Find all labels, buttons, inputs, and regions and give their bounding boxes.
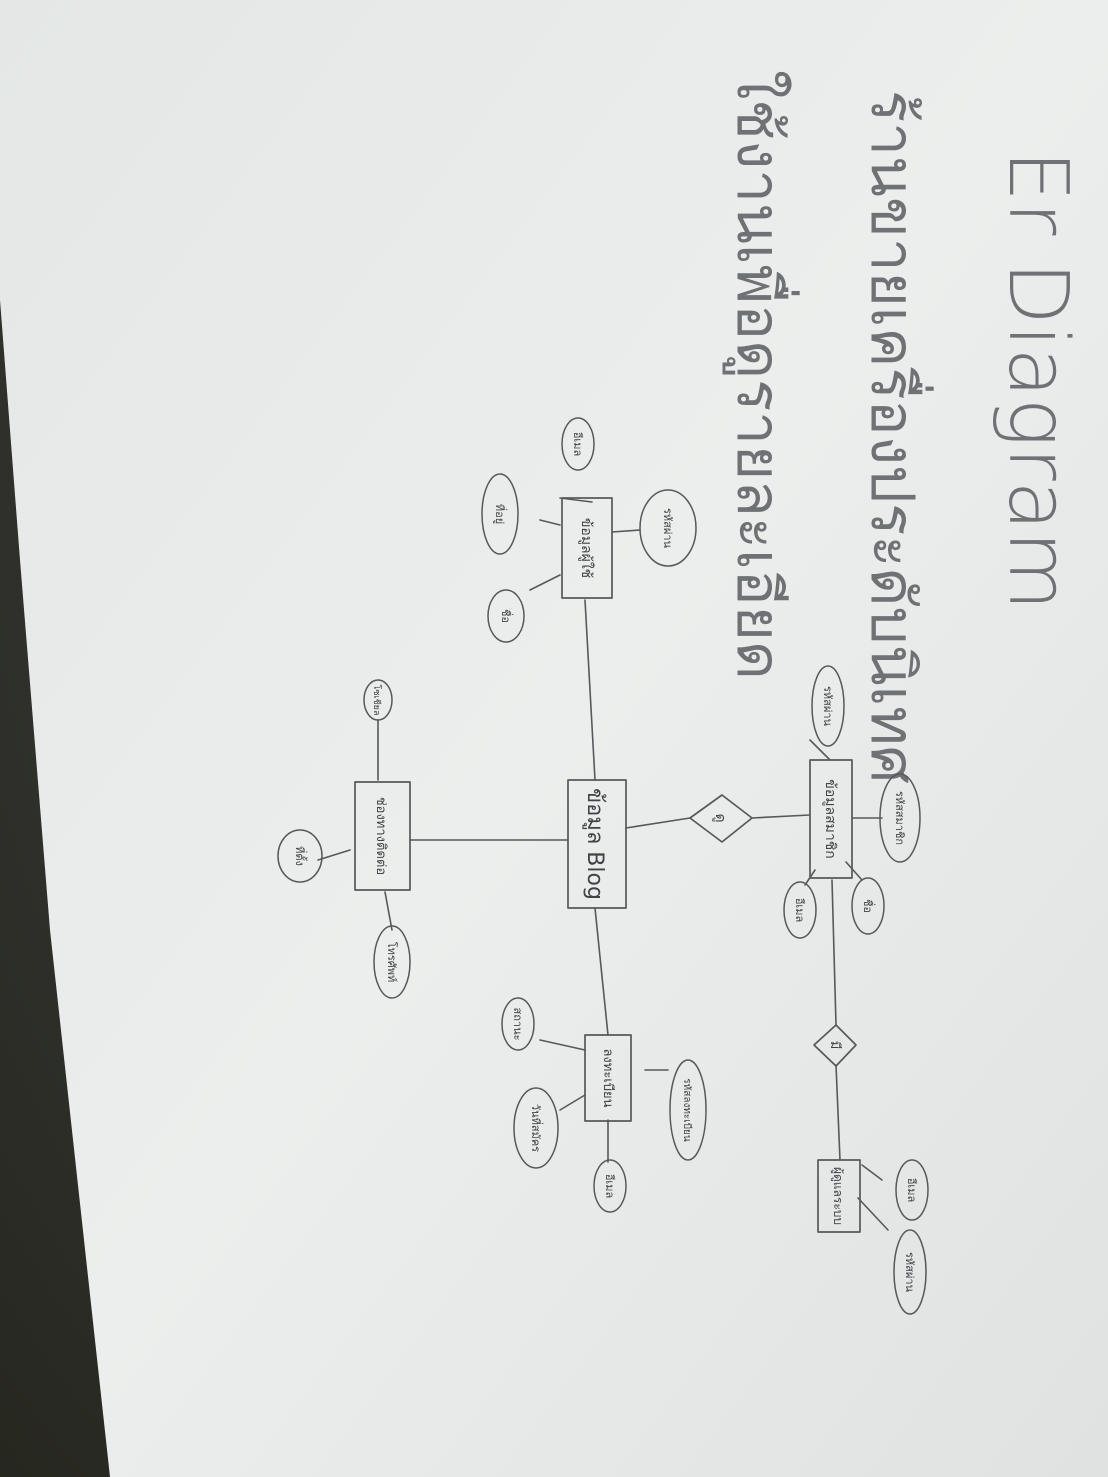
- attr-user-email-ellipse: [561, 417, 595, 471]
- attr-reg-email-ellipse: [593, 1159, 627, 1213]
- attr-user-email-label: อีเมล: [571, 431, 584, 456]
- attr-contact-phone-ellipse: [373, 925, 411, 999]
- attr-member-email-ellipse: [783, 881, 817, 939]
- entity-user-label: ข้อมูลผู้ใช้: [578, 518, 595, 578]
- attr-member-id-ellipse: [879, 773, 921, 863]
- attr-member-name-label: ชื่อ: [861, 899, 876, 913]
- attr-admin-email-label: อีเมล: [905, 1177, 918, 1202]
- diagram-title-line1: ร้านขายเครื่องประดับนิเทศ: [857, 90, 934, 784]
- entity-blog-box: [567, 779, 627, 909]
- entity-user-box: [561, 497, 613, 599]
- attr-member-pw-ellipse: [811, 665, 845, 747]
- line-user-pw: [611, 529, 641, 533]
- line-member-pw: [809, 739, 831, 761]
- attr-contact-phone-label: โทรศัพท์: [385, 942, 399, 983]
- attr-reg-status-label: สถานะ: [511, 1008, 524, 1041]
- line-reg-status: [539, 1039, 586, 1051]
- attr-contact-social-label: โซเชียล: [371, 685, 382, 716]
- entity-blog-label: ข้อมูล Blog: [582, 788, 607, 900]
- diagram-heading: Er Diagram: [990, 150, 1085, 611]
- connector-lines: [317, 497, 889, 1231]
- line-contact-place: [317, 849, 351, 861]
- attr-reg-status-ellipse: [501, 997, 535, 1051]
- relationship-rel2-label: มี: [827, 1041, 843, 1050]
- attr-admin-pw-ellipse: [893, 1229, 927, 1315]
- attr-user-pw-label: รหัสผ่าน: [661, 508, 674, 548]
- attr-user-name-ellipse: [487, 589, 525, 643]
- attr-user-addr-ellipse: [481, 473, 519, 555]
- attr-member-id-label: รหัสสมาชิก: [893, 791, 906, 845]
- entity-register-label: ลงทะเบียน: [600, 1048, 616, 1107]
- line-admin-email: [861, 1164, 883, 1181]
- line-contact-phone: [384, 891, 393, 931]
- line-rel1-member: [751, 814, 811, 819]
- entity-contact-box: [354, 781, 411, 891]
- title-block: Er Diagram ร้านขายเครื่องประดับนิเทศ ใช้…: [722, 70, 1085, 784]
- relationship-rel1-diamond: [689, 794, 753, 843]
- attr-member-email-label: อีเมล: [793, 897, 806, 922]
- line-member-rel2: [831, 879, 837, 1026]
- attr-admin-email-ellipse: [895, 1159, 929, 1221]
- attr-reg-id-label: รหัสลงทะเบียน: [681, 1078, 693, 1142]
- attr-contact-social-ellipse: [363, 679, 393, 721]
- diagram-title-line2: ใช้งานเพื่อดูรายละเอียด: [722, 70, 800, 680]
- entity-admin-label: ผู้ดูแลระบบ: [830, 1167, 845, 1225]
- entity-member-box: [809, 759, 853, 879]
- line-blog-user: [584, 599, 596, 781]
- attr-member-pw-label: รหัสผ่าน: [821, 686, 834, 726]
- entity-register-box: [584, 1034, 632, 1122]
- line-user-addr: [539, 519, 561, 526]
- attr-reg-id-ellipse: [669, 1059, 707, 1161]
- entity-member-label: ข้อมูลสมาชิก: [822, 779, 838, 858]
- line-user-name: [529, 574, 561, 591]
- attr-member-name-ellipse: [851, 877, 885, 935]
- attr-reg-date-ellipse: [513, 1087, 559, 1169]
- attr-reg-email-label: อีเมล: [603, 1173, 616, 1198]
- line-member-name: [845, 861, 863, 881]
- line-reg-date: [559, 1094, 586, 1111]
- attr-contact-place-ellipse: [277, 829, 323, 883]
- relationship-rel1-label: ดู: [712, 813, 728, 822]
- entity-admin-box: [817, 1159, 861, 1233]
- attr-user-addr-label: ที่อยู่: [493, 504, 508, 524]
- entity-contact-label: ช่องทางติดต่อ: [373, 797, 388, 875]
- attr-admin-pw-label: รหัสผ่าน: [903, 1252, 916, 1292]
- line-admin-pw: [857, 1197, 889, 1231]
- line-rel2-admin: [835, 1064, 841, 1161]
- attr-contact-place-label: ที่ตั้ง: [293, 846, 308, 866]
- line-blog-register: [594, 907, 609, 1036]
- line-blog-rel1: [625, 817, 691, 829]
- attr-reg-date-label: วันที่สมัคร: [529, 1104, 544, 1152]
- attr-user-pw-ellipse: [639, 489, 697, 567]
- relationship-rel2-diamond: [813, 1024, 857, 1067]
- attr-user-name-label: ชื่อ: [499, 609, 514, 623]
